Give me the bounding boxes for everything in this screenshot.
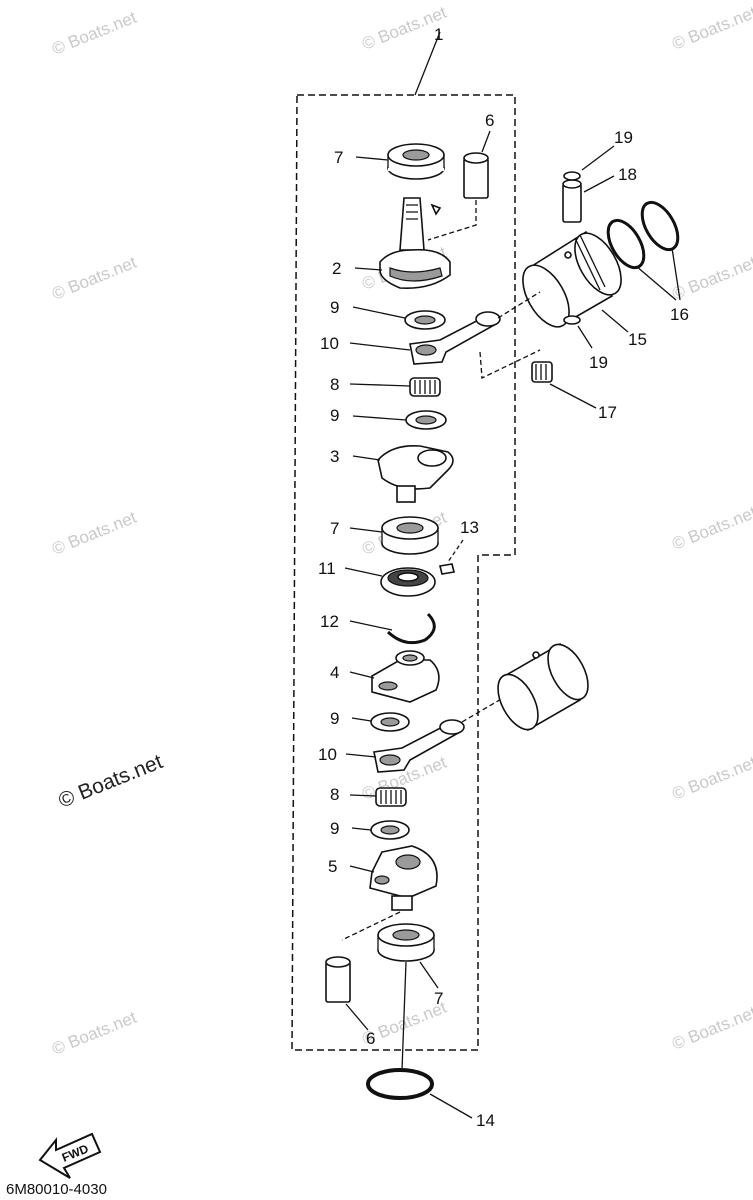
callout-10a: 10 <box>320 334 339 353</box>
callout-16: 16 <box>670 305 689 324</box>
oil-seal <box>380 567 436 597</box>
o-ring <box>366 1068 434 1100</box>
callout-9d: 9 <box>330 819 339 838</box>
callout-10b: 10 <box>318 745 337 764</box>
callout-6b: 6 <box>366 1029 375 1048</box>
bearing-top <box>387 143 445 180</box>
callout-9a: 9 <box>330 298 339 317</box>
callout-13: 13 <box>460 518 479 537</box>
callout-18: 18 <box>618 165 637 184</box>
needle-bearing-1 <box>409 377 441 397</box>
watermark: © Boats.net <box>669 753 753 804</box>
callout-7b: 7 <box>330 519 339 538</box>
crankshaft-web-lower <box>371 650 440 703</box>
watermark: © Boats.net <box>669 3 753 54</box>
bearing-middle <box>381 516 439 555</box>
piston-pin <box>562 179 582 223</box>
callout-2: 2 <box>332 259 341 278</box>
part-diagram-code: 6M80010-4030 <box>6 1181 107 1198</box>
watermark-large: © Boats.net <box>55 750 166 813</box>
callout-8b: 8 <box>330 785 339 804</box>
bearing-bottom <box>377 923 435 962</box>
connecting-rod-upper <box>409 311 501 365</box>
callout-6a: 6 <box>485 111 494 130</box>
crankshaft-middle <box>377 444 454 503</box>
assembly-boundary <box>291 94 516 1051</box>
callout-5: 5 <box>328 857 337 876</box>
watermark: © Boats.net <box>49 8 139 59</box>
callout-7a: 7 <box>334 148 343 167</box>
callout-1: 1 <box>434 25 443 44</box>
watermark: © Boats.net <box>669 1003 753 1054</box>
crankshaft-lower <box>369 845 438 911</box>
watermark: © Boats.net <box>49 253 139 304</box>
crankshaft-upper <box>379 197 451 290</box>
piston-rings <box>606 200 680 270</box>
thrust-washer-2 <box>405 410 447 430</box>
needle-bearing-2 <box>375 787 407 807</box>
snap-ring <box>386 612 436 645</box>
piston-pin-clip-top <box>563 171 581 181</box>
watermark: © Boats.net <box>669 503 753 554</box>
callout-9b: 9 <box>330 406 339 425</box>
callout-4: 4 <box>330 663 339 682</box>
watermark: © Boats.net <box>669 253 753 304</box>
small-end-bearing <box>531 361 553 383</box>
piston-pin-clip-bottom <box>563 315 581 325</box>
connecting-rod-lower <box>373 719 465 773</box>
callout-3: 3 <box>330 447 339 466</box>
thrust-washer-4 <box>370 820 410 840</box>
watermark: © Boats.net <box>49 1008 139 1059</box>
dowel-pin-top <box>463 152 489 199</box>
callout-11: 11 <box>318 559 336 578</box>
dowel-pin-bottom <box>325 956 351 1003</box>
piston-upper <box>522 230 622 328</box>
forward-direction-arrow: FWD <box>38 1132 102 1179</box>
callout-9c: 9 <box>330 709 339 728</box>
thrust-washer-1 <box>404 310 446 330</box>
callout-7c: 7 <box>434 989 443 1008</box>
locating-pin <box>439 563 455 575</box>
thrust-washer-3 <box>370 712 410 732</box>
callout-19b: 19 <box>589 353 608 372</box>
callout-15: 15 <box>628 330 647 349</box>
callout-12: 12 <box>320 612 339 631</box>
piston-lower <box>497 642 589 732</box>
watermark: © Boats.net <box>49 508 139 559</box>
callout-17: 17 <box>598 403 617 422</box>
callout-19a: 19 <box>614 128 633 147</box>
callout-8a: 8 <box>330 375 339 394</box>
callout-14: 14 <box>476 1111 495 1130</box>
